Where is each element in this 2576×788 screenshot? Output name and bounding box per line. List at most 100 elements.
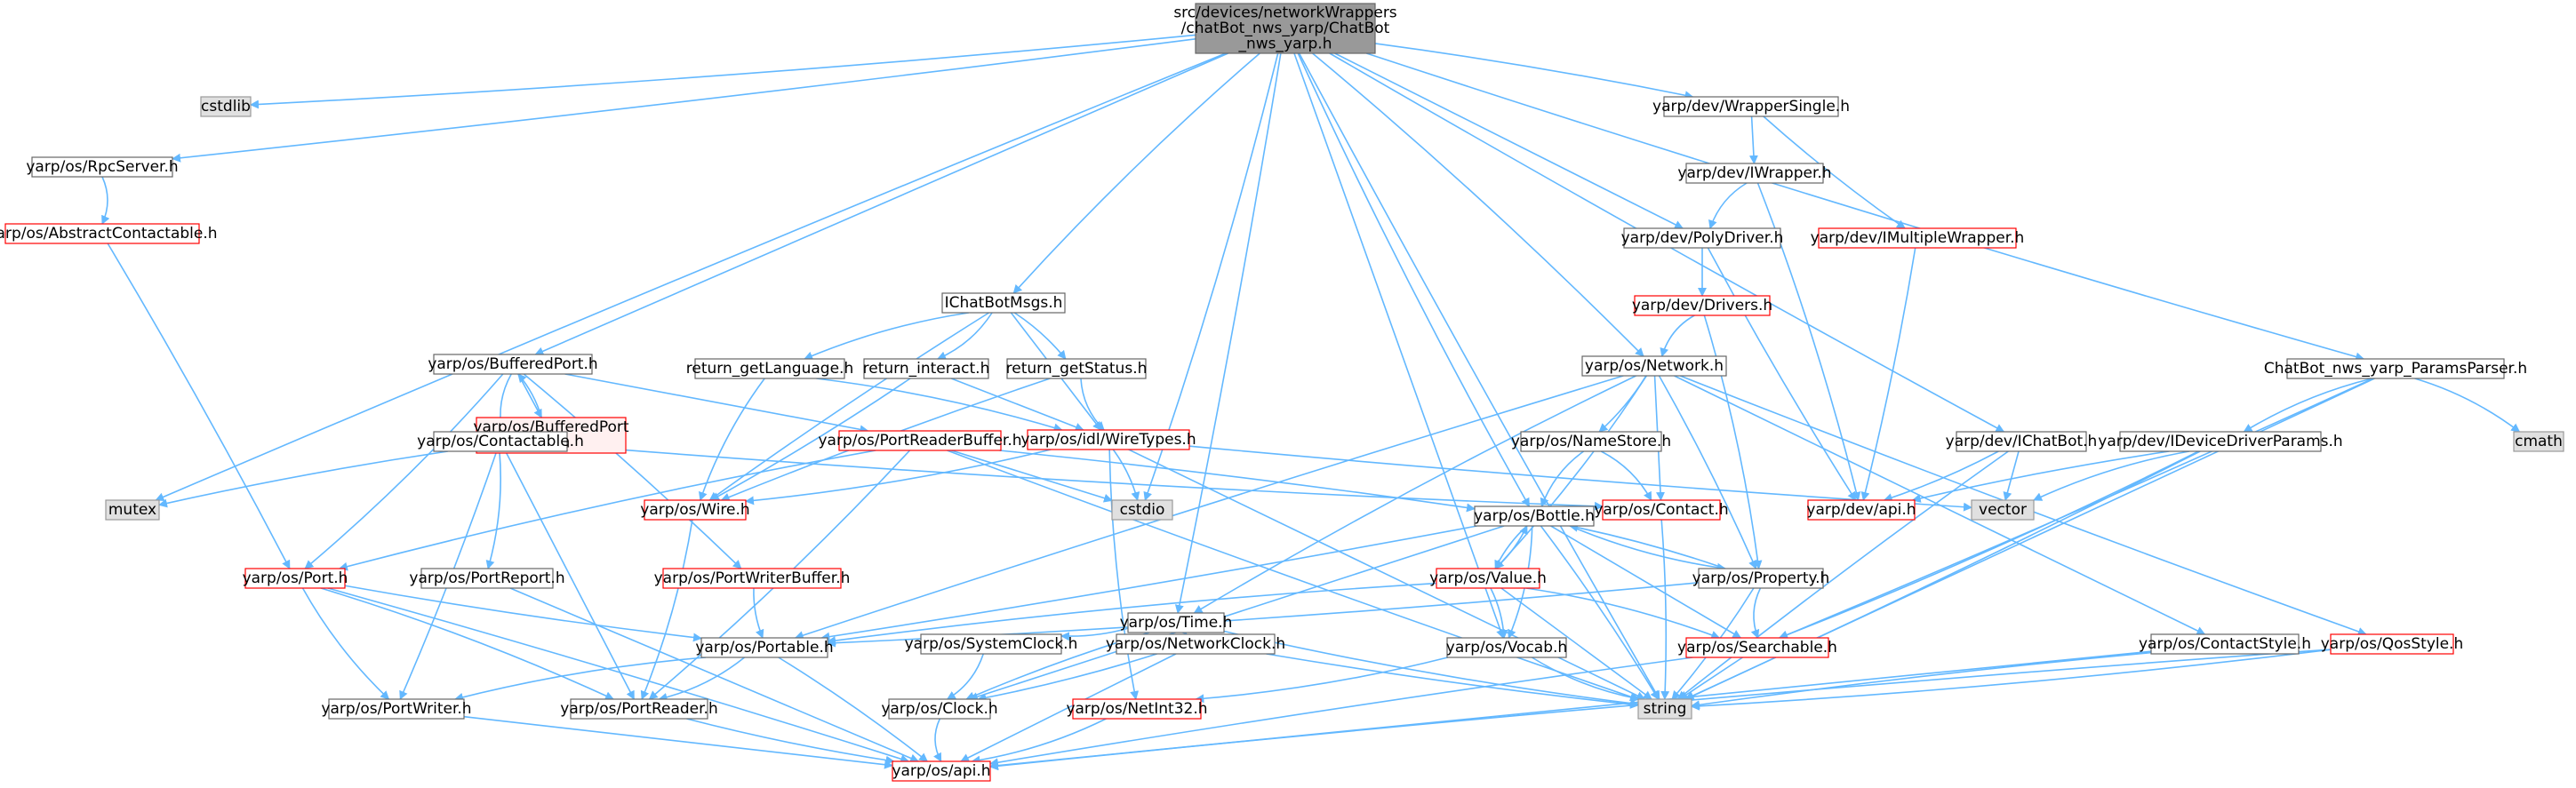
- node-label-contactstyle-0: yarp/os/ContactStyle.h: [2139, 635, 2311, 653]
- edge-root-to-bufferedport: [534, 52, 1228, 355]
- node-qosstyle[interactable]: yarp/os/QosStyle.h: [2321, 633, 2464, 655]
- edge-wrappersingle-to-imultiplewrapper: [1763, 115, 1906, 229]
- node-box-clock: [888, 698, 991, 720]
- node-searchable[interactable]: yarp/os/Searchable.h: [1677, 637, 1837, 658]
- node-value[interactable]: yarp/os/Value.h: [1429, 568, 1547, 589]
- node-cmath[interactable]: cmath: [2513, 431, 2564, 452]
- node-root[interactable]: src/devices/networkWrappers/chatBot_nws_…: [1173, 3, 1397, 54]
- node-bufferedport[interactable]: yarp/os/BufferedPort.h: [428, 354, 598, 375]
- node-imultiplewrapper[interactable]: yarp/dev/IMultipleWrapper.h: [1811, 227, 2025, 249]
- edge-bufferedportinl-to-bufferedport: [517, 373, 543, 418]
- node-retlang[interactable]: return_getLanguage.h: [686, 358, 853, 379]
- node-box-rpcserver: [31, 156, 173, 178]
- edge-networkclock-to-string: [1266, 653, 1639, 709]
- node-rpcserver[interactable]: yarp/os/RpcServer.h: [26, 156, 179, 178]
- edge-value-to-bottle: [1494, 525, 1528, 569]
- node-vocab[interactable]: yarp/os/Vocab.h: [1446, 637, 1567, 658]
- node-label-time-0: yarp/os/Time.h: [1120, 614, 1233, 632]
- edge-value-to-portable: [827, 582, 1437, 645]
- node-time[interactable]: yarp/os/Time.h: [1120, 612, 1233, 633]
- edge-root-to-vocab: [1293, 52, 1505, 639]
- edge-contactable-to-portreport: [485, 450, 501, 569]
- node-portwriter[interactable]: yarp/os/PortWriter.h: [321, 698, 472, 720]
- node-ichatbot[interactable]: yarp/dev/IChatBot.h: [1946, 431, 2098, 452]
- node-box-root: [1195, 3, 1376, 54]
- node-label-string-0: string: [1644, 700, 1687, 718]
- edge-bufferedport-to-bufferedportinl: [517, 373, 542, 418]
- node-netint32[interactable]: yarp/os/NetInt32.h: [1066, 698, 1208, 720]
- edge-imultiplewrapper-to-devapi: [1860, 247, 1916, 501]
- node-devapi[interactable]: yarp/dev/api.h: [1806, 499, 1916, 521]
- node-portreport[interactable]: yarp/os/PortReport.h: [409, 568, 565, 589]
- edge-polydriver-to-devapi: [1707, 247, 1857, 501]
- node-namestore[interactable]: yarp/os/NameStore.h: [1511, 431, 1671, 452]
- node-drivers[interactable]: yarp/dev/Drivers.h: [1632, 295, 1772, 316]
- edge-portable-to-portwriter: [454, 657, 707, 702]
- node-retinteract[interactable]: return_interact.h: [863, 358, 990, 379]
- node-ichatbotmsgs[interactable]: IChatBotMsgs.h: [941, 292, 1066, 314]
- node-label-paramsparser-0: ChatBot_nws_yarp_ParamsParser.h: [2264, 360, 2527, 378]
- node-cstdio[interactable]: cstdio: [1111, 499, 1173, 521]
- edge-wiretypes-to-cstdio: [1112, 449, 1140, 501]
- node-portreader[interactable]: yarp/os/PortReader.h: [560, 698, 718, 720]
- node-clock[interactable]: yarp/os/Clock.h: [881, 698, 998, 720]
- node-wrappersingle[interactable]: yarp/dev/WrapperSingle.h: [1652, 96, 1850, 117]
- node-box-paramsparser: [2286, 358, 2505, 379]
- node-box-cstdio: [1111, 499, 1173, 521]
- node-box-polydriver: [1623, 227, 1781, 249]
- edge-time-to-systemclock: [1060, 627, 1129, 641]
- node-polydriver[interactable]: yarp/dev/PolyDriver.h: [1621, 227, 1784, 249]
- edge-wiretypes-to-wire: [745, 449, 1052, 505]
- edge-bottle-to-property: [1569, 525, 1726, 572]
- edge-value-to-string: [1500, 587, 1652, 700]
- node-contactable[interactable]: yarp/os/Contactable.h: [417, 431, 584, 452]
- node-label-wiretypes-0: yarp/os/idl/WireTypes.h: [1020, 431, 1196, 449]
- edge-bottle-to-clock: [968, 525, 1505, 701]
- node-box-value: [1436, 568, 1540, 589]
- node-network[interactable]: yarp/os/Network.h: [1581, 355, 1727, 377]
- node-portwriterbuffer[interactable]: yarp/os/PortWriterBuffer.h: [654, 568, 851, 589]
- node-iwrapper[interactable]: yarp/dev/IWrapper.h: [1677, 163, 1832, 184]
- node-paramsparser[interactable]: ChatBot_nws_yarp_ParamsParser.h: [2264, 358, 2527, 379]
- node-retstatus[interactable]: return_getStatus.h: [1006, 358, 1148, 379]
- edge-port-to-portreader: [320, 587, 614, 700]
- node-property[interactable]: yarp/os/Property.h: [1692, 568, 1830, 589]
- edge-bufferedport-to-portwriterbuffer: [523, 373, 742, 569]
- edge-clock-to-osapi: [933, 718, 942, 762]
- node-cstdlib[interactable]: cstdlib: [200, 96, 252, 117]
- edge-port-to-portwriter: [301, 587, 390, 700]
- edge-iwrapper-to-polydriver: [1708, 182, 1748, 229]
- node-networkclock[interactable]: yarp/os/NetworkClock.h: [1106, 633, 1285, 655]
- node-label-networkclock-0: yarp/os/NetworkClock.h: [1106, 635, 1285, 653]
- node-portable[interactable]: yarp/os/Portable.h: [695, 637, 834, 658]
- node-ideviceparams[interactable]: yarp/dev/IDeviceDriverParams.h: [2098, 431, 2343, 452]
- node-label-wrappersingle-0: yarp/dev/WrapperSingle.h: [1652, 98, 1850, 115]
- node-abstractcontactable[interactable]: yarp/os/AbstractContactable.h: [0, 223, 218, 244]
- node-string[interactable]: string: [1637, 698, 1692, 720]
- edge-root-to-bottle: [1297, 52, 1531, 507]
- node-box-qosstyle: [2330, 633, 2454, 655]
- node-box-retstatus: [1006, 358, 1147, 379]
- edge-networkclock-to-clock: [977, 653, 1157, 703]
- node-osapi[interactable]: yarp/os/api.h: [892, 760, 991, 782]
- node-box-mutex: [105, 499, 160, 521]
- node-wire[interactable]: yarp/os/Wire.h: [640, 499, 750, 521]
- node-box-vocab: [1446, 637, 1567, 658]
- node-contact[interactable]: yarp/os/Contact.h: [1594, 499, 1729, 521]
- node-mutex[interactable]: mutex: [105, 499, 160, 521]
- node-label-portwriterbuffer-0: yarp/os/PortWriterBuffer.h: [654, 569, 851, 587]
- node-wiretypes[interactable]: yarp/os/idl/WireTypes.h: [1020, 429, 1196, 450]
- edge-portable-to-portreader: [658, 657, 746, 702]
- node-port[interactable]: yarp/os/Port.h: [243, 568, 348, 589]
- node-bottle[interactable]: yarp/os/Bottle.h: [1474, 505, 1595, 527]
- edge-vocab-to-string: [1531, 657, 1641, 703]
- edge-network-to-portable: [794, 375, 1624, 640]
- node-box-portreaderbuffer: [838, 430, 1002, 451]
- node-vector[interactable]: vector: [1971, 499, 2035, 521]
- node-systemclock[interactable]: yarp/os/SystemClock.h: [905, 633, 1078, 655]
- node-contactstyle[interactable]: yarp/os/ContactStyle.h: [2139, 633, 2311, 655]
- node-portreaderbuffer[interactable]: yarp/os/PortReaderBuffer.h: [818, 430, 1022, 451]
- edge-ideviceparams-to-vector: [2033, 450, 2190, 501]
- edge-portreader-to-osapi: [686, 718, 895, 765]
- edge-contactstyle-to-string: [1691, 651, 2152, 710]
